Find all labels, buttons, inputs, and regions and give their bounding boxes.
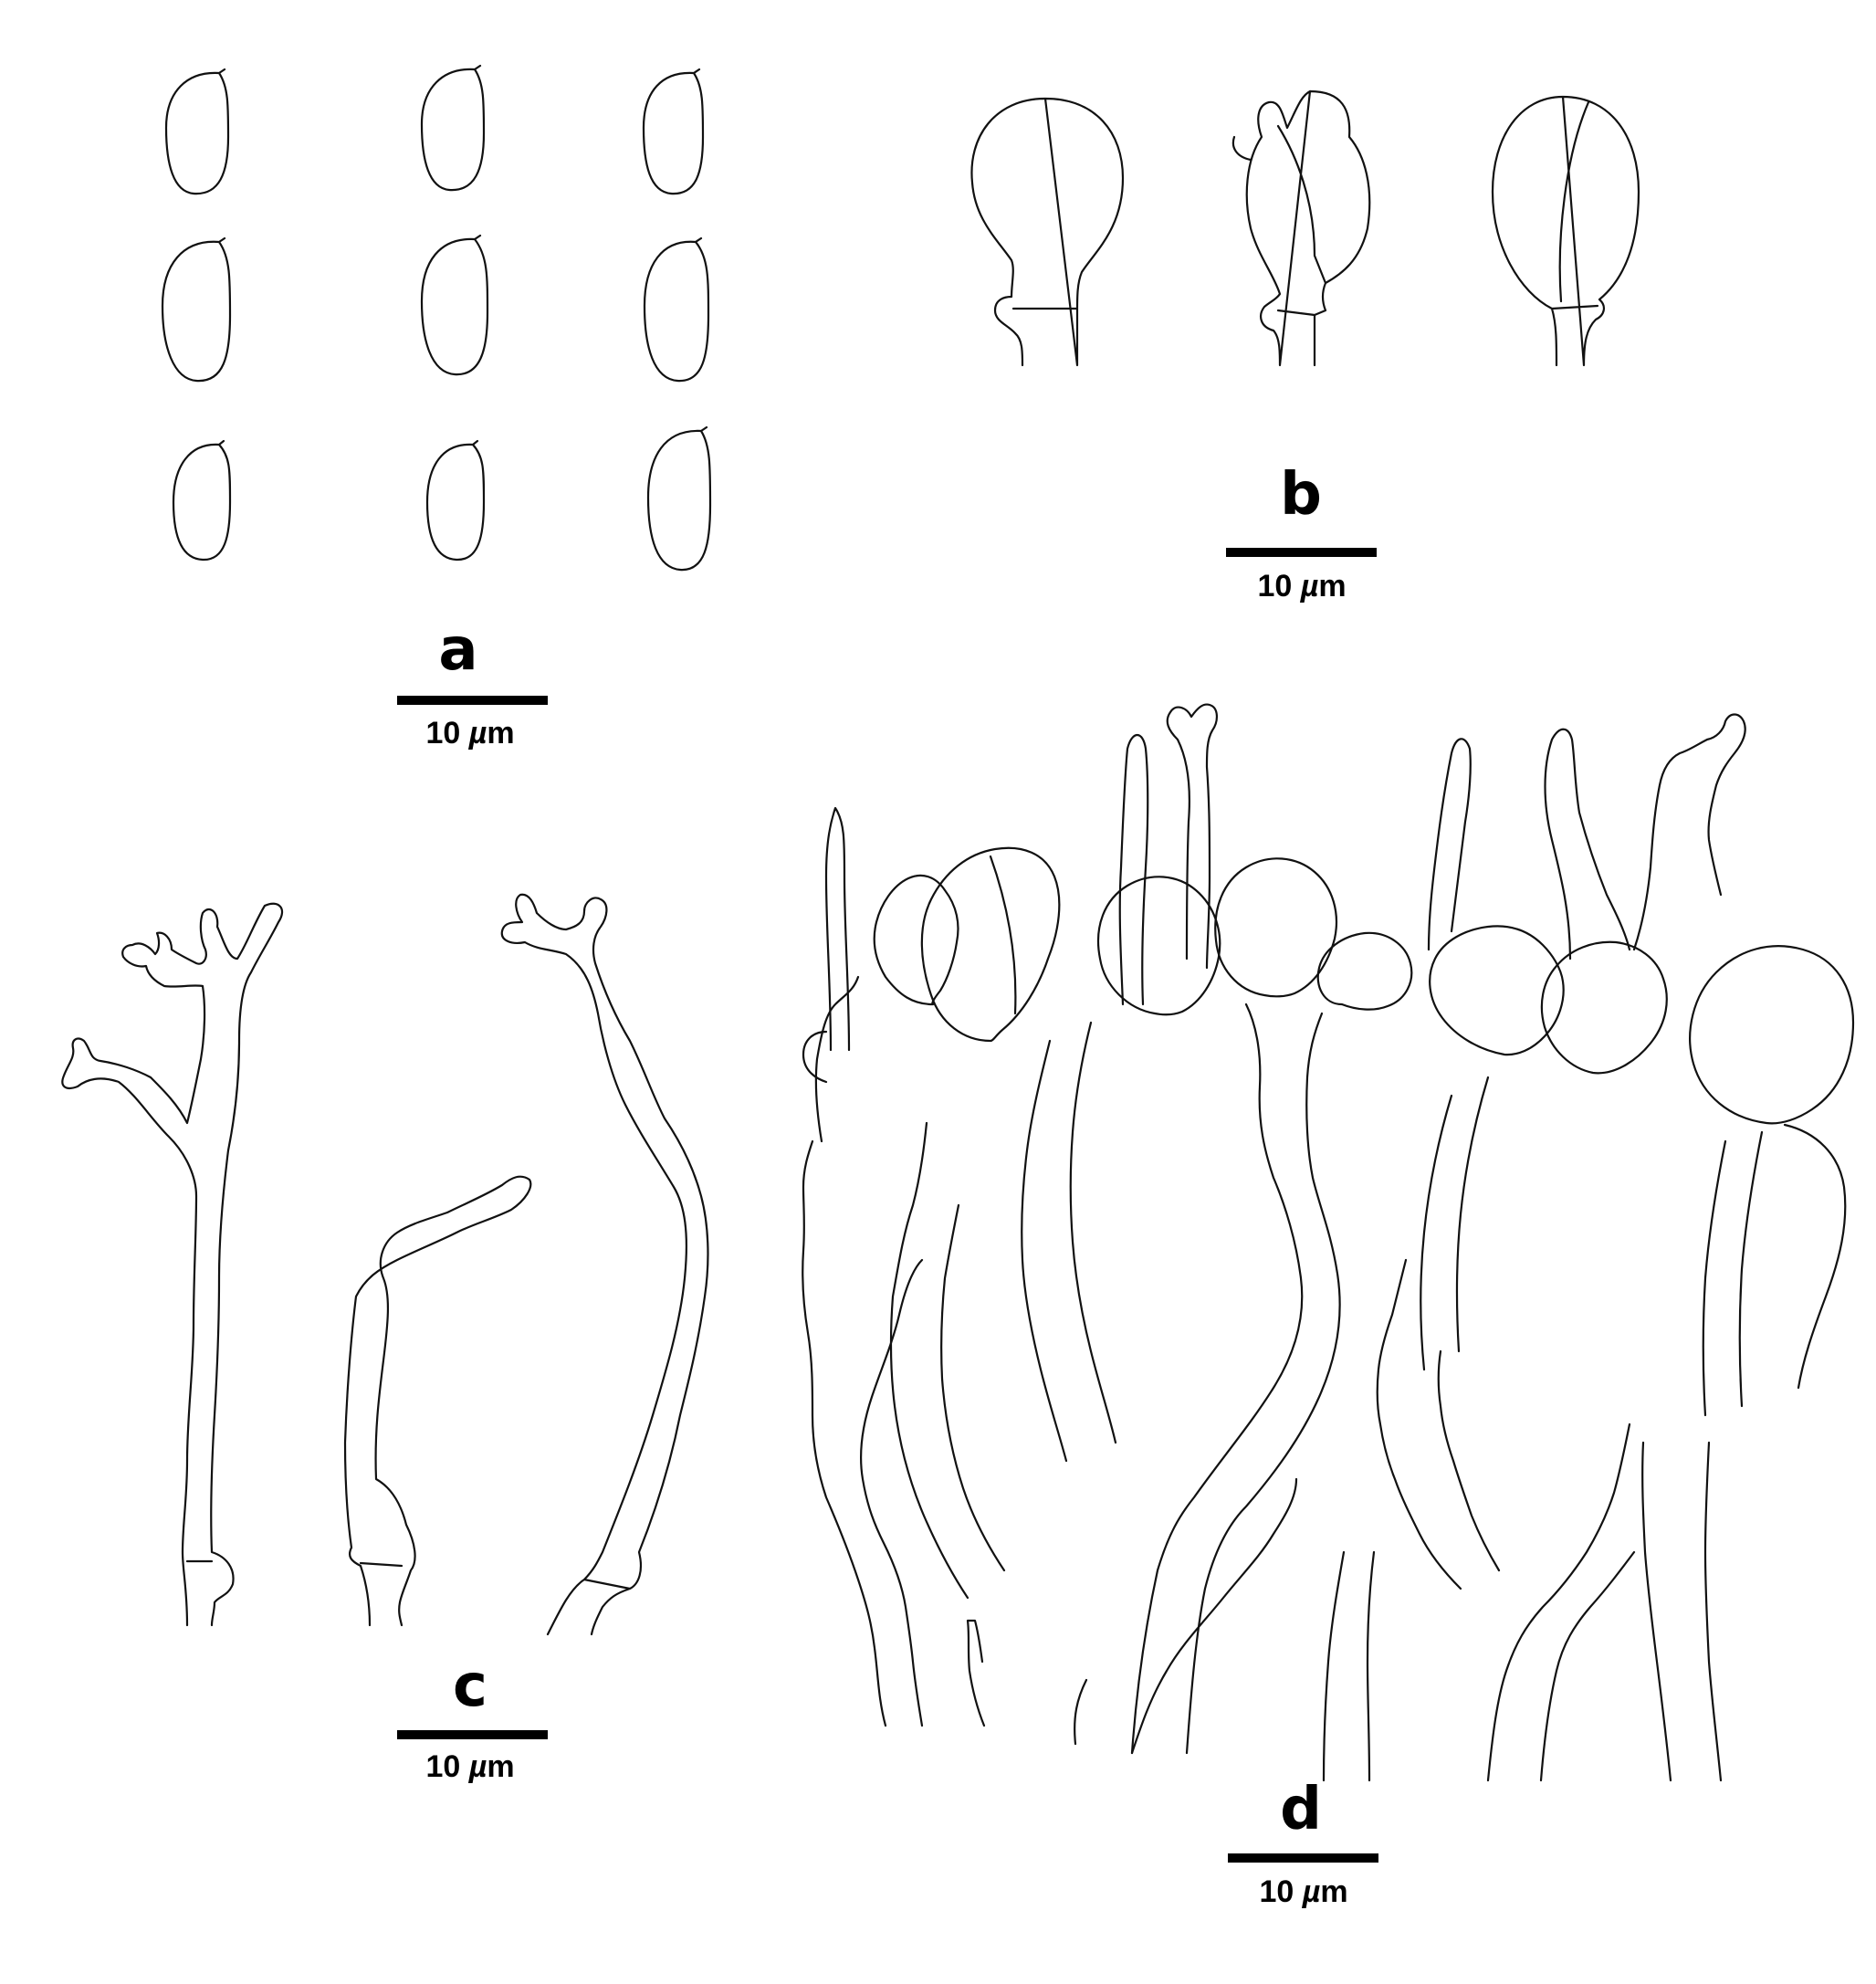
basidiole <box>1316 931 1413 1011</box>
hypha <box>1544 728 1631 961</box>
hypha <box>1021 1021 1117 1463</box>
spore <box>420 234 489 376</box>
panel-a-label: a <box>438 616 478 684</box>
spore <box>425 439 486 562</box>
basidioles-drawing <box>970 89 1640 367</box>
hypha <box>1486 1422 1723 1782</box>
spore <box>172 439 232 562</box>
panel-b-scale-text: 10 µm <box>1257 569 1347 604</box>
panel-d-label: d <box>1280 1776 1322 1843</box>
basidiole <box>970 97 1125 367</box>
basidiole <box>1491 95 1640 367</box>
hypha <box>1322 1258 1501 1782</box>
basidiole <box>1096 876 1221 1016</box>
basidiole <box>1214 857 1338 998</box>
basidiospores-drawing <box>161 64 712 572</box>
branched-hypha <box>61 902 284 1627</box>
basidiole <box>1429 925 1565 1056</box>
spore <box>161 236 232 383</box>
basidiole <box>1231 89 1371 367</box>
hypha <box>1632 713 1746 951</box>
hypha <box>889 1121 1006 1600</box>
panel-d-scale-text: 10 µm <box>1259 1874 1348 1909</box>
hymenium-section-drawing <box>802 703 1855 1782</box>
spore <box>646 425 712 572</box>
branched-hypha <box>500 893 709 1636</box>
panel-d-scale-bar <box>1228 1853 1378 1863</box>
basidiole <box>1689 945 1855 1390</box>
basidiole <box>873 874 959 1006</box>
panel-c-scale-bar <box>397 1730 548 1739</box>
panel-b-label: b <box>1280 461 1322 529</box>
hypha <box>802 806 851 1084</box>
hypha <box>802 1139 986 1727</box>
cystidia-drawing <box>61 893 709 1636</box>
hypha <box>1420 1076 1490 1371</box>
panel-a-scale-text: 10 µm <box>425 716 515 751</box>
hypha <box>1702 1130 1764 1417</box>
basidiole <box>1540 940 1668 1075</box>
panel-b-scale-bar <box>1226 548 1377 557</box>
hypha <box>814 975 860 1143</box>
panel-a-scale-bar <box>397 696 548 705</box>
panel-c-label: c <box>453 1653 487 1720</box>
cystidium <box>343 1175 532 1627</box>
spore <box>643 236 710 383</box>
panel-c-scale-text: 10 µm <box>425 1749 515 1784</box>
hypha <box>1166 703 1218 970</box>
hypha <box>1118 733 1149 1006</box>
spore <box>642 68 705 195</box>
spore <box>164 68 230 195</box>
hypha <box>1130 1002 1341 1755</box>
spore <box>420 64 486 192</box>
hypha <box>1427 738 1472 951</box>
hypha <box>1074 1477 1298 1755</box>
basidiole <box>920 846 1061 1043</box>
